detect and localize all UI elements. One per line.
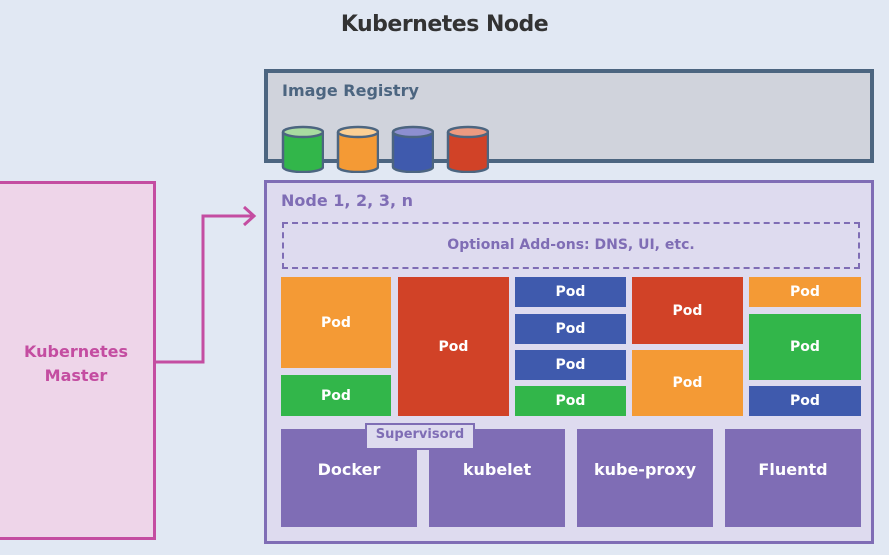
image-cylinder-icon: [281, 125, 324, 173]
kubernetes-master: Kubernetes Master: [0, 181, 156, 540]
pod: Pod: [749, 277, 861, 307]
image-registry-label: Image Registry: [282, 81, 419, 100]
pod: Pod: [515, 386, 626, 416]
pod: Pod: [632, 277, 743, 344]
node-container: Node 1, 2, 3, n Optional Add-ons: DNS, U…: [264, 180, 874, 544]
pod: Pod: [281, 277, 391, 368]
master-to-node-arrow: [155, 205, 257, 364]
kube-proxy-service: kube-proxy: [577, 429, 713, 527]
image-cylinder-icon: [391, 125, 434, 173]
image-cylinder-icon: [446, 125, 489, 173]
pod: Pod: [749, 386, 861, 416]
node-label: Node 1, 2, 3, n: [281, 191, 413, 210]
image-registry: Image Registry: [264, 69, 874, 173]
pod: Pod: [398, 277, 509, 416]
supervisord-label: Supervisord: [365, 423, 475, 450]
image-cylinder-icon: [336, 125, 379, 173]
diagram-title: Kubernetes Node: [340, 12, 549, 37]
pod: Pod: [515, 350, 626, 380]
pod: Pod: [281, 375, 391, 416]
pod: Pod: [632, 350, 743, 416]
kubernetes-master-label: Kubernetes Master: [0, 340, 153, 388]
master-label-line2: Master: [44, 366, 108, 385]
fluentd-service: Fluentd: [725, 429, 861, 527]
optional-addons: Optional Add-ons: DNS, UI, etc.: [282, 222, 860, 269]
pod: Pod: [749, 314, 861, 380]
supervisord-divider: [417, 443, 429, 527]
pod: Pod: [515, 314, 626, 344]
master-label-line1: Kubernetes: [24, 342, 128, 361]
pod: Pod: [515, 277, 626, 307]
